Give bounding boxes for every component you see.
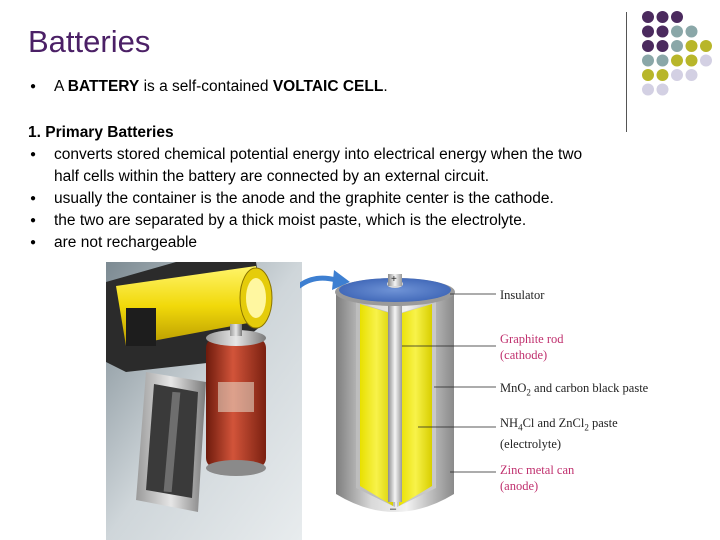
decorative-dot [642, 69, 654, 81]
decorative-dot [642, 83, 654, 96]
label-insulator: Insulator [500, 288, 545, 302]
label-graphite-rod: Graphite rod (cathode) [500, 331, 564, 363]
graphite-line1: Graphite rod [500, 332, 564, 346]
slide-title: Batteries [28, 24, 151, 59]
red-battery-illustration [206, 324, 266, 476]
cell-cutaway: + – [335, 274, 455, 515]
bullet-item: ● converts stored chemical potential ene… [28, 144, 698, 166]
bullet-icon: ● [30, 81, 37, 92]
decorative-dot [656, 69, 669, 81]
bullet-continuation: half cells within the battery are connec… [28, 166, 698, 188]
label-electrolyte: NH4Cl and ZnCl2 paste (electrolyte) [500, 415, 618, 452]
electrolyte-b: Cl and ZnCl [522, 416, 585, 430]
intro-middle: is a self-contained [139, 78, 273, 95]
cut-battery-illustration [136, 372, 206, 512]
bullet-item: ● the two are separated by a thick moist… [28, 210, 698, 232]
decorative-dot-grid [642, 11, 712, 96]
electrolyte-c: paste [588, 416, 618, 430]
electrolyte-a: NH [500, 416, 519, 430]
decorative-dot [642, 11, 654, 23]
bullet-text: the two are separated by a thick moist p… [54, 212, 527, 229]
arrow-icon [300, 275, 337, 289]
decorative-dot [671, 69, 683, 81]
zinc-line1: Zinc metal can [500, 463, 575, 477]
decorative-dot [656, 40, 669, 52]
paste-sub: 2 [526, 387, 531, 398]
graphite-line2: (cathode) [500, 348, 548, 362]
intro-bullet-row: ● A BATTERY is a self-contained VOLTAIC … [28, 76, 698, 98]
decorative-dot [671, 25, 683, 38]
decorative-dot [700, 40, 712, 52]
intro-prefix: A [54, 78, 68, 95]
intro-term-voltaic-cell: VOLTAIC CELL [272, 78, 384, 95]
battery-photo [106, 262, 302, 540]
bullet-icon: ● [30, 237, 37, 248]
decorative-dot [656, 11, 669, 23]
intro-term-battery: BATTERY [67, 78, 140, 95]
paste-main: MnO [500, 381, 527, 395]
decorative-dot [642, 54, 654, 67]
zinc-line2: (anode) [500, 479, 539, 493]
bullet-item: ● usually the container is the anode and… [28, 188, 698, 210]
intro-suffix: . [383, 78, 388, 95]
dry-cell-diagram: + – [300, 270, 496, 515]
decorative-divider-line [626, 12, 627, 132]
decorative-dot [700, 54, 712, 67]
decorative-dot [642, 25, 654, 38]
plus-sign: + [391, 274, 397, 285]
decorative-dot [685, 40, 698, 52]
leader-lines [402, 293, 496, 473]
electrolyte-line2: (electrolyte) [500, 436, 562, 451]
paste-rest: and carbon black paste [530, 381, 649, 395]
decorative-dot [656, 54, 669, 67]
label-zinc-can: Zinc metal can (anode) [500, 462, 574, 494]
bullet-text: are not rechargeable [54, 234, 198, 251]
decorative-dot [685, 25, 698, 38]
decorative-dot [656, 83, 669, 96]
electrolyte-a-sub: 4 [518, 422, 523, 433]
bullet-text: usually the container is the anode and t… [54, 190, 554, 207]
section-heading: 1. Primary Batteries [28, 124, 174, 141]
bullet-item: ● are not rechargeable [28, 232, 698, 254]
intro-paragraph: ● A BATTERY is a self-contained VOLTAIC … [28, 76, 698, 98]
bullet-icon: ● [30, 149, 37, 160]
electrolyte-line1: NH4Cl and ZnCl2 paste [500, 415, 618, 436]
decorative-dot [671, 11, 683, 23]
bullet-text: half cells within the battery are connec… [54, 168, 490, 185]
bullet-text: converts stored chemical potential energ… [54, 146, 583, 163]
decorative-dot [656, 25, 669, 38]
electrolyte-b-sub: 2 [584, 422, 589, 433]
decorative-dot [642, 40, 654, 52]
arrow-head-icon [332, 270, 350, 290]
decorative-dot [685, 69, 698, 81]
decorative-dot [685, 54, 698, 67]
bullet-icon: ● [30, 215, 37, 226]
label-mno2-paste: MnO2 and carbon black paste [500, 380, 648, 401]
decorative-dot [671, 40, 683, 52]
primary-batteries-section: 1. Primary Batteries ● converts stored c… [28, 122, 698, 254]
decorative-dot [671, 54, 683, 67]
minus-sign: – [390, 503, 397, 515]
bullet-icon: ● [30, 193, 37, 204]
